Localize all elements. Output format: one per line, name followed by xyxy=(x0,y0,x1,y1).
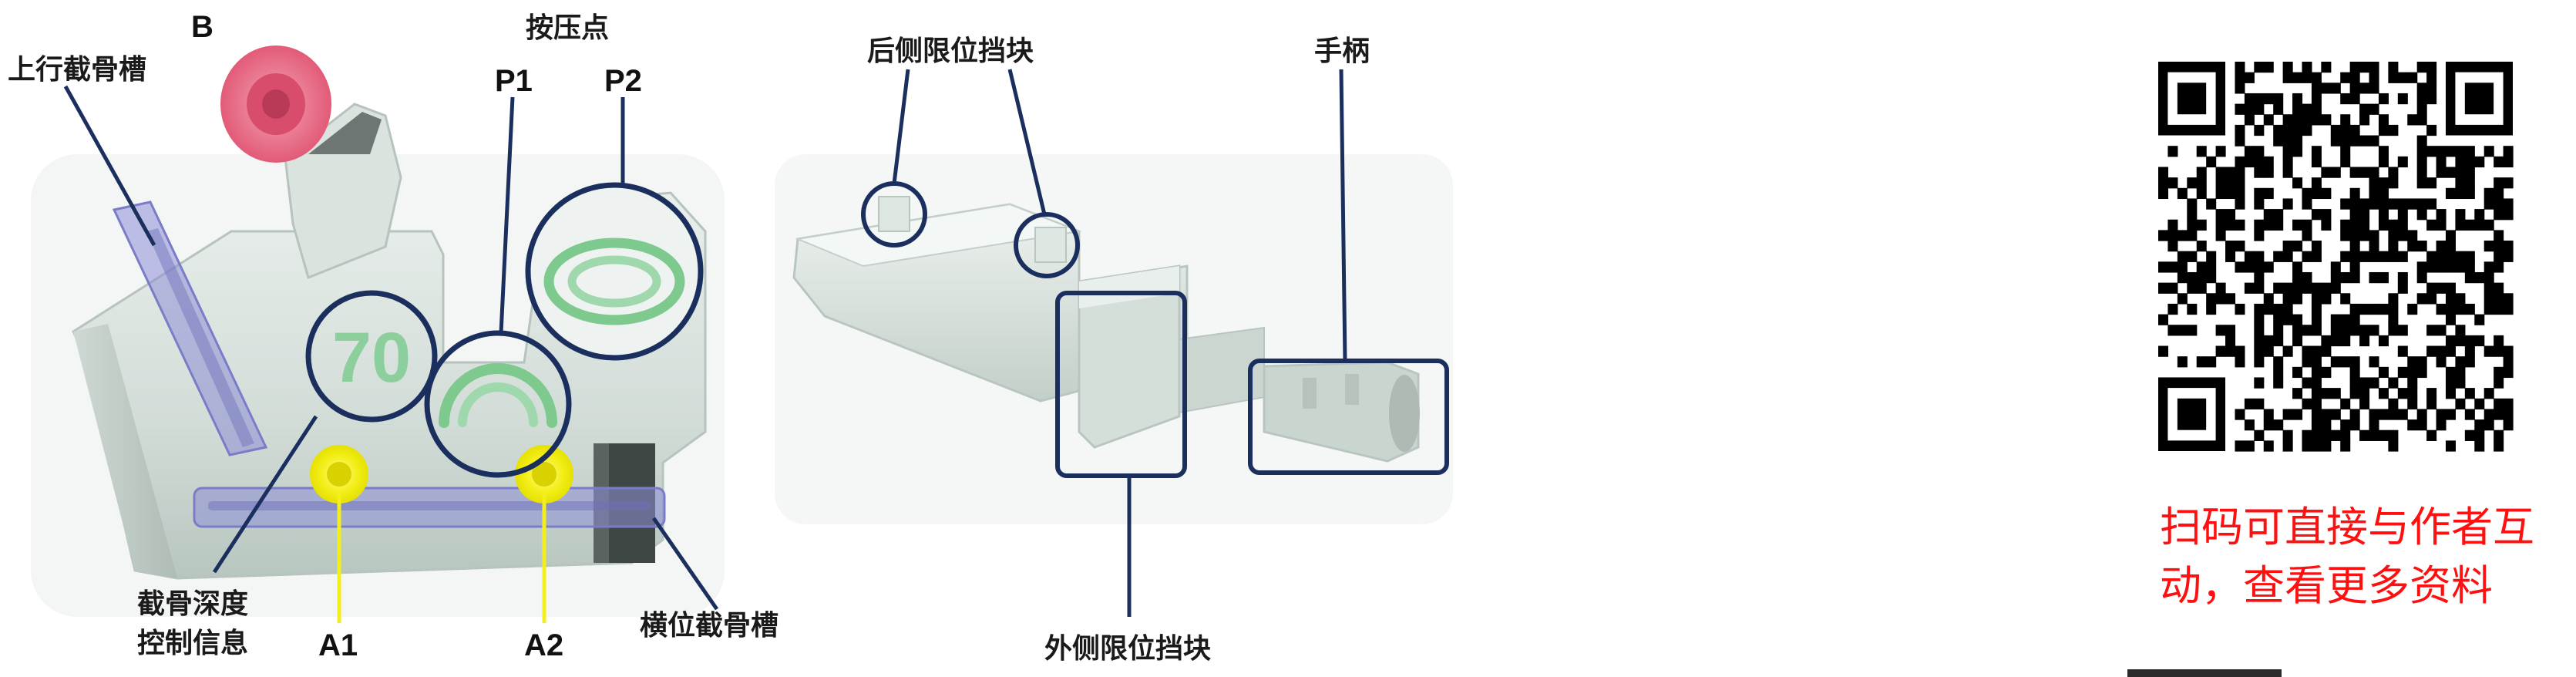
depth-info-label-line2: 控制信息 xyxy=(137,628,248,659)
handle-instrument-illustration xyxy=(775,154,1453,524)
press-points-label: 按压点 xyxy=(526,12,609,44)
promo-text: 扫码可直接与作者互 动，查看更多资料 xyxy=(2160,498,2561,615)
handle-label: 手柄 xyxy=(1314,35,1370,67)
p2-label: P2 xyxy=(604,64,642,98)
rear-stop-circle-2 xyxy=(1014,212,1080,278)
b-label: B xyxy=(191,10,214,44)
p1-circle xyxy=(424,330,572,478)
depth-value: 70 xyxy=(332,318,411,397)
a1-label: A1 xyxy=(318,628,358,662)
left-callout-lines xyxy=(63,85,719,611)
qr-code[interactable] xyxy=(2154,58,2517,455)
promo-line-1: 扫码可直接与作者互 xyxy=(2160,503,2534,551)
right-callout-lines xyxy=(892,69,1347,617)
cutting-block-illustration: 70 xyxy=(31,45,725,617)
depth-info-circle xyxy=(305,290,438,423)
outer-stop-box xyxy=(1055,291,1187,478)
yellow-callout-lines xyxy=(337,490,546,623)
upper-groove-label: 上行截骨槽 xyxy=(8,54,146,86)
upper-groove-highlight xyxy=(112,200,268,456)
bottom-edge-fragment xyxy=(2127,669,2282,677)
p1-label: P1 xyxy=(495,64,533,98)
transverse-groove-label: 横位截骨槽 xyxy=(640,610,779,642)
depth-info-label-line1: 截骨深度 xyxy=(137,588,248,620)
rear-stops-label: 后侧限位挡块 xyxy=(867,35,1034,67)
handle-box xyxy=(1248,359,1449,475)
outer-stop-label: 外侧限位挡块 xyxy=(1044,633,1211,665)
a2-label: A2 xyxy=(524,628,563,662)
b-pin-highlight xyxy=(220,45,331,163)
promo-line-2: 动，查看更多资料 xyxy=(2160,561,2493,610)
